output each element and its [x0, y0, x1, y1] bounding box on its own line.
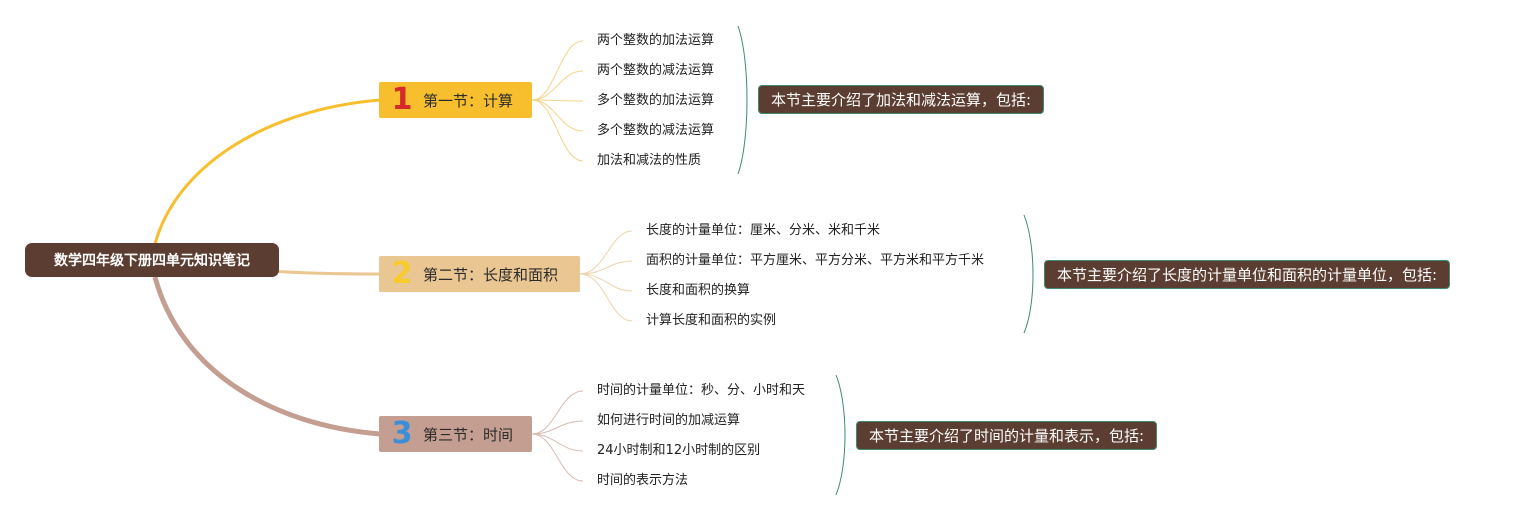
section-2-item-4[interactable]: 计算长度和面积的实例 — [646, 313, 777, 328]
branch-line-2 — [269, 269, 381, 276]
section-3-item-4[interactable]: 时间的表示方法 — [597, 473, 689, 488]
section-2-item-3[interactable]: 长度和面积的换算 — [646, 283, 751, 298]
summary-bracket-3 — [835, 374, 846, 496]
number-3-icon: 3 — [391, 416, 413, 451]
section-1-topic[interactable]: 1 第一节：计算 — [379, 82, 532, 118]
section-2-item-1[interactable]: 长度的计量单位：厘米、分米、米和千米 — [646, 223, 881, 238]
section-3-item-2[interactable]: 如何进行时间的加减运算 — [597, 413, 741, 428]
section-3-leaf-lines — [531, 390, 584, 482]
section-3-title: 第三节：时间 — [423, 425, 514, 444]
root-topic[interactable]: 数学四年级下册四单元知识笔记 — [25, 243, 279, 277]
section-3-topic[interactable]: 3 第三节：时间 — [379, 416, 532, 452]
summary-bracket-2 — [1023, 214, 1034, 334]
section-1-leaf-lines — [531, 40, 584, 162]
section-3-item-1[interactable]: 时间的计量单位：秒、分、小时和天 — [597, 383, 806, 398]
section-2-leaf-lines — [579, 230, 633, 322]
section-2-summary[interactable]: 本节主要介绍了长度的计量单位和面积的计量单位，包括: — [1044, 260, 1451, 289]
section-1-item-5[interactable]: 加法和减法的性质 — [597, 153, 702, 168]
number-2-icon: 2 — [391, 256, 413, 291]
section-1-summary[interactable]: 本节主要介绍了加法和减法运算，包括: — [758, 85, 1045, 114]
section-1-item-1[interactable]: 两个整数的加法运算 — [597, 33, 715, 48]
summary-bracket-1 — [737, 25, 748, 175]
section-3-summary[interactable]: 本节主要介绍了时间的计量和表示，包括: — [856, 421, 1158, 450]
section-2-topic[interactable]: 2 第二节：长度和面积 — [379, 256, 580, 292]
section-3-item-3[interactable]: 24小时制和12小时制的区别 — [597, 443, 761, 458]
branch-line-1 — [153, 98, 381, 245]
branch-line-3 — [152, 276, 381, 437]
section-1-title: 第一节：计算 — [423, 91, 514, 110]
section-1-item-3[interactable]: 多个整数的加法运算 — [597, 93, 715, 108]
root-title: 数学四年级下册四单元知识笔记 — [54, 253, 250, 269]
section-2-item-2[interactable]: 面积的计量单位：平方厘米、平方分米、平方米和平方千米 — [646, 253, 985, 268]
section-2-title: 第二节：长度和面积 — [423, 265, 559, 284]
number-1-icon: 1 — [391, 82, 413, 117]
section-1-item-4[interactable]: 多个整数的减法运算 — [597, 123, 715, 138]
section-1-item-2[interactable]: 两个整数的减法运算 — [597, 63, 715, 78]
